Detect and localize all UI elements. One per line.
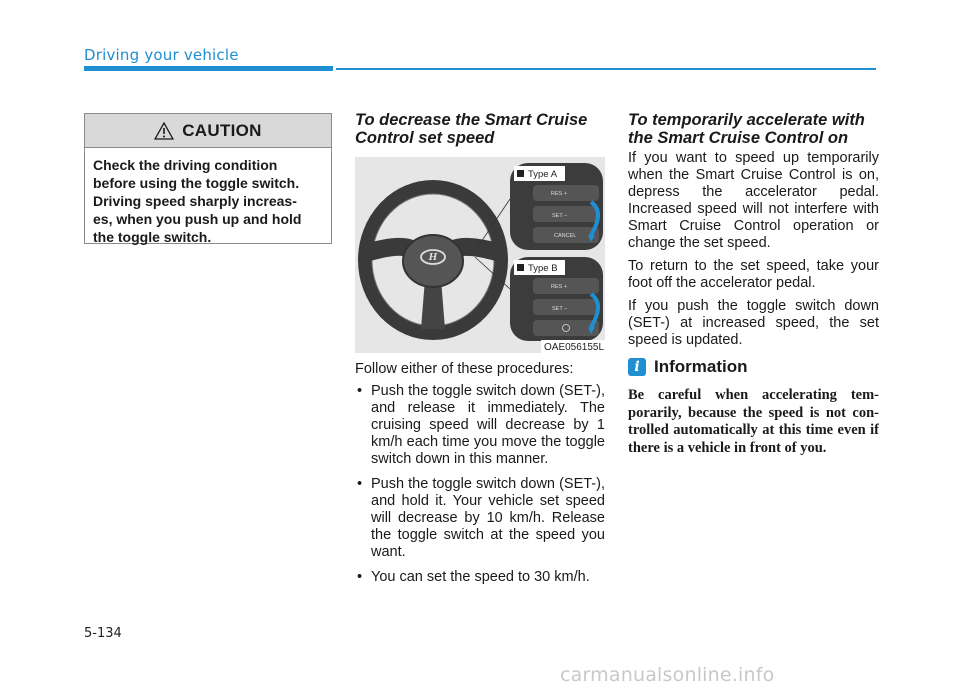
information-text: Be careful when accelerating tem-poraril… <box>628 387 879 456</box>
caution-box: CAUTION Check the driving condition befo… <box>84 113 332 246</box>
steering-wheel-illustration: H Type A RES + SET − CANCEL Type B RES +… <box>355 157 605 353</box>
caution-line: before using the toggle switch. <box>93 175 300 191</box>
information-title: Information <box>654 357 748 376</box>
caution-line: Driving speed sharply increas- <box>93 193 297 209</box>
caution-header: CAUTION <box>85 114 331 148</box>
paragraph: To return to the set speed, take your fo… <box>628 258 879 291</box>
accelerate-body: If you want to speed up temporarily when… <box>628 150 879 349</box>
steering-wheel-figure: H Type A RES + SET − CANCEL Type B RES +… <box>358 163 605 353</box>
watermark: carmanualsonline.info <box>560 664 775 686</box>
paragraph: If you push the toggle switch down (SET-… <box>628 298 879 348</box>
decrease-heading: To decrease the Smart Cruise Control set… <box>355 111 615 147</box>
accelerate-heading-line: To temporarily accelerate with <box>628 111 865 129</box>
svg-text:H: H <box>428 253 438 263</box>
res-label: RES + <box>551 284 567 290</box>
decrease-heading-line: Control set speed <box>355 129 495 147</box>
type-a-label: Type A <box>528 169 558 180</box>
list-item: Push the toggle switch down (SET-), and … <box>355 476 605 561</box>
list-item: You can set the speed to 30 km/h. <box>355 569 605 586</box>
caution-title: CAUTION <box>182 120 262 140</box>
decrease-heading-line: To decrease the Smart Cruise <box>355 111 588 129</box>
res-label: RES + <box>551 191 567 197</box>
caution-text: Check the driving condition before using… <box>85 148 331 246</box>
section-title: Driving your vehicle <box>84 46 239 64</box>
accelerate-heading: To temporarily accelerate with the Smart… <box>628 111 888 147</box>
set-label: SET − <box>552 306 567 312</box>
type-b-label: Type B <box>528 263 558 274</box>
caution-line: es, when you push up and hold <box>93 211 302 227</box>
decrease-body: Follow either of these procedures: Push … <box>355 361 605 594</box>
paragraph: If you want to speed up temporarily when… <box>628 150 879 251</box>
set-label: SET − <box>552 213 567 219</box>
header-rule-thin <box>336 68 876 70</box>
list-item: Push the toggle switch down (SET-), and … <box>355 383 605 468</box>
information-header: i Information <box>628 357 748 377</box>
header-rule-thick <box>84 66 333 71</box>
decrease-intro: Follow either of these procedures: <box>355 361 574 377</box>
caution-line: the toggle switch. <box>93 229 212 245</box>
cancel-label: CANCEL <box>554 233 576 239</box>
accelerate-heading-line: the Smart Cruise Control on <box>628 129 849 147</box>
warning-triangle-icon <box>154 121 175 140</box>
page-number: 5-134 <box>84 626 122 641</box>
caution-line: Check the driving condition <box>93 157 278 173</box>
info-icon: i <box>628 358 646 376</box>
decrease-procedure-list: Push the toggle switch down (SET-), and … <box>355 383 605 586</box>
figure-code: OAE056155L <box>544 342 604 353</box>
